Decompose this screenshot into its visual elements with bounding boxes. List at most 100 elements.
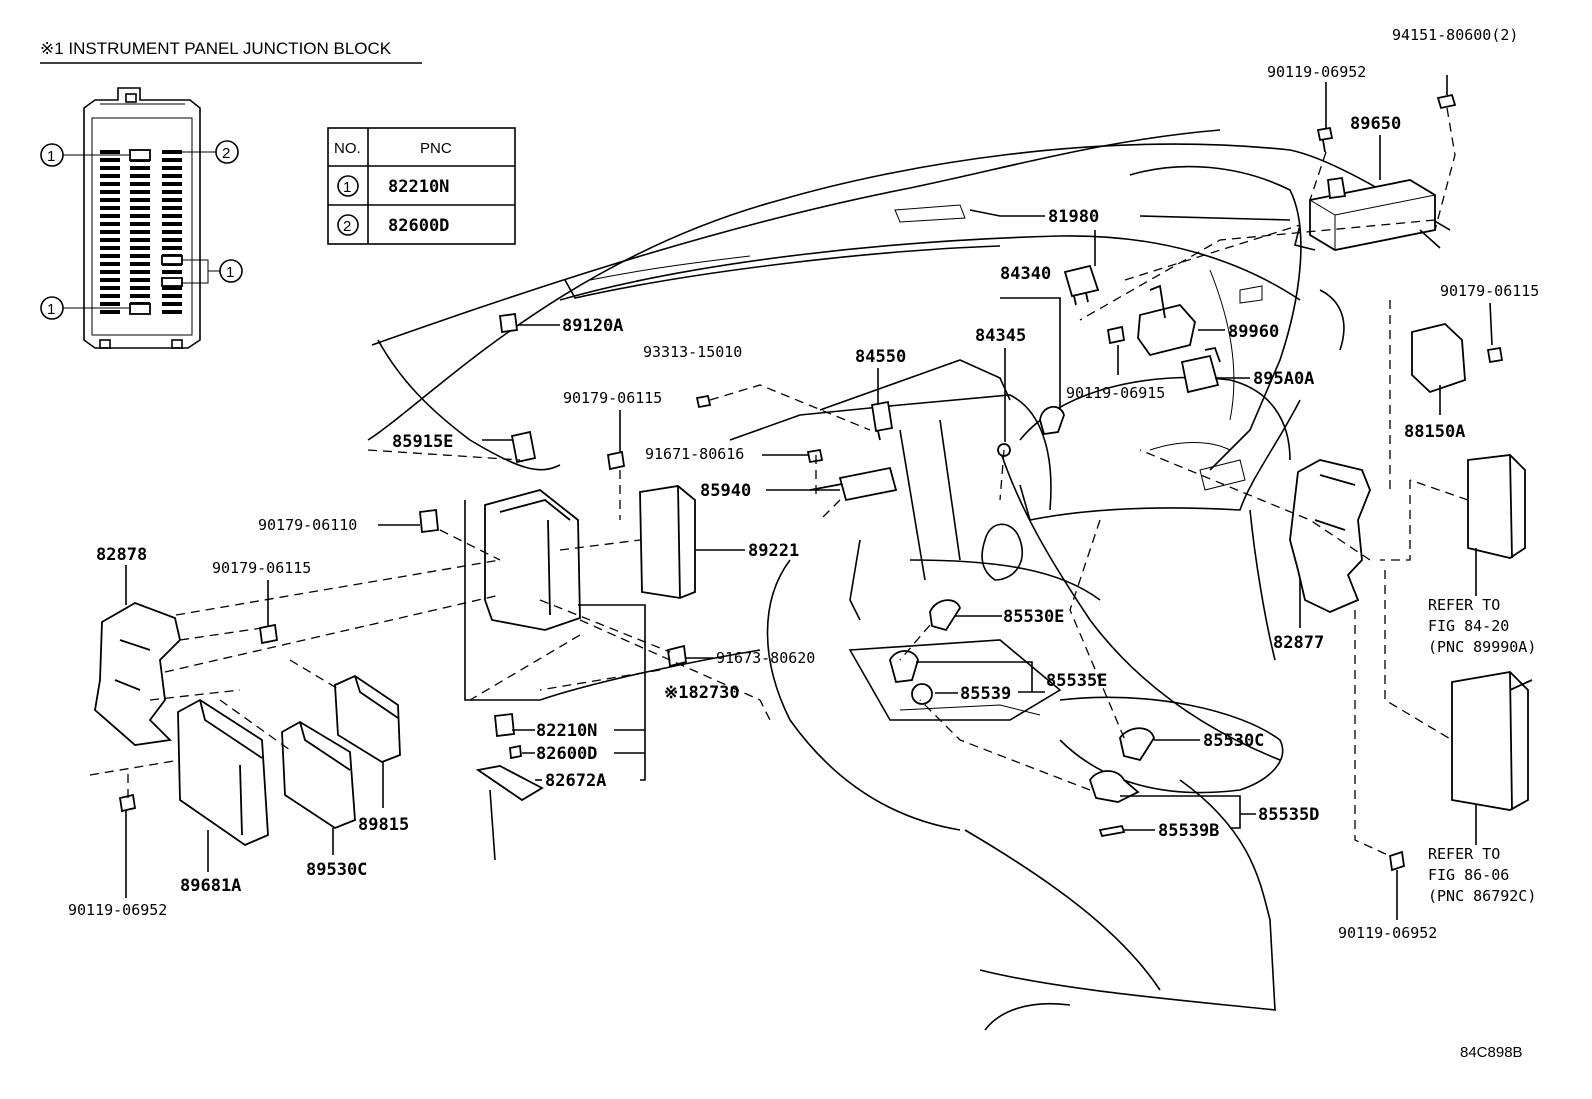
relay-85915e-shape (510, 430, 537, 464)
fuse-slot (130, 230, 150, 234)
fuse-slot (130, 198, 150, 202)
label-90119-06915: 90119-06915 (1066, 384, 1165, 402)
fuse-slot (130, 214, 150, 218)
junction-block-inset: ※1 INSTRUMENT PANEL JUNCTION BLOCK 1 2 (40, 39, 516, 349)
svg-text:(PNC 89990A): (PNC 89990A) (1428, 638, 1536, 656)
fuse-slot (100, 150, 120, 154)
component-shapes (94, 93, 1533, 872)
label-85530e: 85530E (1003, 607, 1064, 627)
fuse-slot (162, 206, 182, 210)
fuse-slot (162, 270, 182, 274)
relay-81980-shape (1063, 264, 1100, 306)
module-88150a-shape (1411, 323, 1466, 394)
label-90119-right: 90119-06952 (1338, 924, 1437, 942)
fuse-slot (162, 174, 182, 178)
bracket-82877-shape (1289, 459, 1371, 613)
label-85535d: 85535D (1258, 805, 1319, 825)
fuse-slot (130, 254, 150, 258)
screw-90119-06915-shape (1106, 325, 1126, 345)
svg-text:FIG 84-20: FIG 84-20 (1428, 617, 1509, 635)
label-89221: 89221 (748, 541, 799, 561)
slot-right-2 (161, 277, 183, 287)
svg-text:FIG 86-06: FIG 86-06 (1428, 866, 1509, 884)
fuse-slot (130, 294, 150, 298)
fuse-slot (130, 286, 150, 290)
fuse-slot (100, 270, 120, 274)
fuse-slot (130, 166, 150, 170)
fuse-slot (100, 230, 120, 234)
marker-1-bottom: 1 (40, 296, 130, 320)
socket-85530c-shape (1119, 727, 1155, 762)
label-89681a: 89681A (180, 876, 241, 896)
screw-90119-top-shape (1316, 126, 1334, 153)
fuse-slot (162, 222, 182, 226)
dashed-assembly-lines (89, 107, 1469, 857)
label-85940: 85940 (700, 481, 751, 501)
ecu-89990a-shape (1467, 454, 1526, 559)
reference-note-89990a: REFER TO FIG 84-20 (PNC 89990A) (1428, 596, 1536, 656)
module-89815-shape (334, 674, 401, 764)
fuse-82600d-shape (509, 744, 522, 760)
leader-lines (125, 75, 1493, 920)
reference-note-86792c: REFER TO FIG 86-06 (PNC 86792C) (1428, 845, 1536, 905)
label-85535e: 85535E (1046, 671, 1107, 691)
screw-90119-right-shape (1389, 850, 1405, 872)
fuse-slot (162, 294, 182, 298)
svg-text:1: 1 (226, 264, 234, 281)
diagram-code: 84C898B (1460, 1044, 1523, 1061)
fuse-slot (162, 166, 182, 170)
fuse-slot (162, 286, 182, 290)
fuse-slot (162, 214, 182, 218)
module-89650 (1294, 176, 1441, 251)
marker-1-right: 1 (182, 259, 243, 284)
label-89650: 89650 (1350, 114, 1401, 134)
fuse-slot (100, 302, 120, 306)
fuse-slot (130, 246, 150, 250)
screw-91671-shape (806, 448, 824, 464)
fuse-slot (162, 190, 182, 194)
slot-right-1 (161, 255, 183, 265)
svg-text:(PNC 86792C): (PNC 86792C) (1428, 887, 1536, 905)
label-88150a: 88150A (1404, 422, 1465, 442)
module-89960-shape (1137, 284, 1196, 357)
fuse-slot (100, 174, 120, 178)
bulb-84340-shape (1039, 406, 1065, 436)
fuse-slot (100, 278, 120, 282)
fuse-slot (100, 198, 120, 202)
fuse-slot (162, 246, 182, 250)
label-182730: ※182730 (664, 683, 740, 703)
fuse-slot (100, 254, 120, 258)
label-82672a: 82672A (545, 771, 606, 791)
screw-91673-shape (667, 644, 687, 668)
ecu-89681a-shape (177, 698, 269, 847)
module-895a0a-shape (1180, 346, 1221, 394)
label-94151: 94151-80600(2) (1392, 26, 1518, 44)
socket-85535e-shape (889, 650, 919, 683)
label-89530c: 89530C (306, 860, 367, 880)
fuse-slots (100, 150, 182, 314)
fuse-slot (100, 182, 120, 186)
fuse-slot (130, 262, 150, 266)
bulb-85539b-shape (1098, 824, 1126, 838)
label-82878: 82878 (96, 545, 147, 565)
ecu-86792c-shape (1451, 671, 1533, 811)
label-90119-top: 90119-06952 (1267, 63, 1366, 81)
fuse-slot (130, 206, 150, 210)
fuse-slot (100, 262, 120, 266)
svg-text:REFER TO: REFER TO (1428, 596, 1500, 614)
fuse-slot (162, 158, 182, 162)
fuse-slot (100, 222, 120, 226)
label-89120a: 89120A (562, 316, 623, 336)
sensor-85940-shape (809, 466, 898, 502)
fuse-slot (162, 302, 182, 306)
fuse-slot (130, 238, 150, 242)
fuse-slot (100, 214, 120, 218)
label-895a0a: 895A0A (1253, 369, 1314, 389)
bracket-82878-shape (94, 602, 181, 746)
screw-90119-left-shape (118, 793, 137, 813)
svg-text:1: 1 (47, 301, 55, 318)
fuse-slot (130, 174, 150, 178)
fuse-slot (100, 238, 120, 242)
svg-text:1: 1 (47, 148, 55, 165)
